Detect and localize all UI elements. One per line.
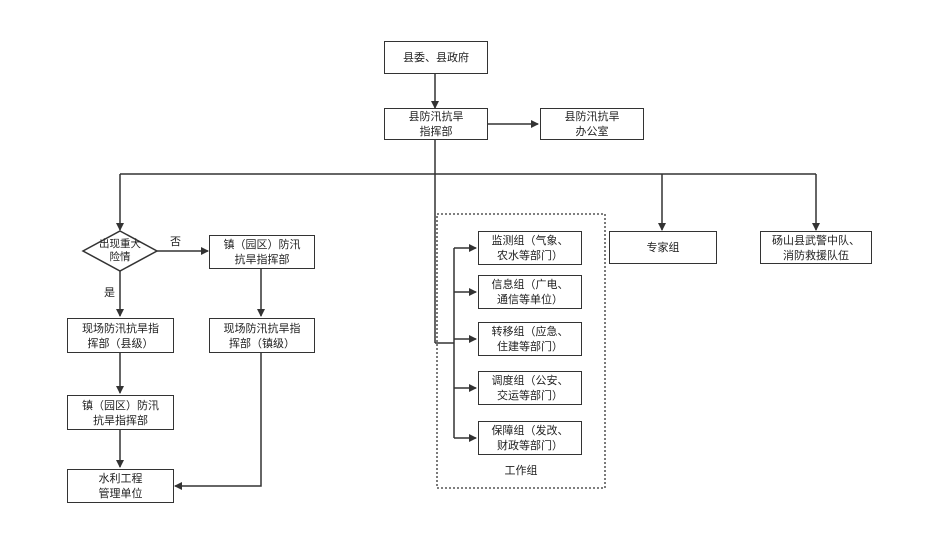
- yes-label: 是: [104, 286, 115, 299]
- county-office-box: 县防汛抗旱 办公室: [540, 108, 644, 140]
- county-gov-box: 县委、县政府: [384, 41, 488, 74]
- experts-box: 专家组: [609, 231, 717, 264]
- dispatch-group-box: 调度组（公安、 交运等部门）: [478, 371, 582, 405]
- water-unit-box: 水利工程 管理单位: [67, 469, 174, 503]
- town-hq-left-box: 镇（园区）防汛 抗旱指挥部: [67, 395, 174, 430]
- support-group-box: 保障组（发改、 财政等部门）: [478, 421, 582, 455]
- arrow-site-town-to-water: [174, 353, 262, 490]
- armed-police-box: 砀山县武警中队、 消防救援队伍: [760, 231, 872, 264]
- decision-label: 出现重大 险情: [99, 238, 141, 263]
- workgroup-container: [436, 213, 606, 489]
- county-hq-box: 县防汛抗旱 指挥部: [384, 108, 488, 140]
- site-county-box: 现场防汛抗旱指 挥部（县级）: [67, 318, 174, 353]
- transfer-group-box: 转移组（应急、 住建等部门）: [478, 322, 582, 356]
- monitor-group-box: 监测组（气象、 农水等部门）: [478, 231, 582, 265]
- info-group-box: 信息组（广电、 通信等单位）: [478, 275, 582, 309]
- decision-diamond: [81, 230, 159, 272]
- site-town-box: 现场防汛抗旱指 挥部（镇级）: [209, 318, 315, 353]
- town-hq-right-box: 镇（园区）防汛 抗旱指挥部: [209, 235, 315, 269]
- workgroup-label: 工作组: [504, 464, 538, 477]
- no-label: 否: [170, 235, 181, 248]
